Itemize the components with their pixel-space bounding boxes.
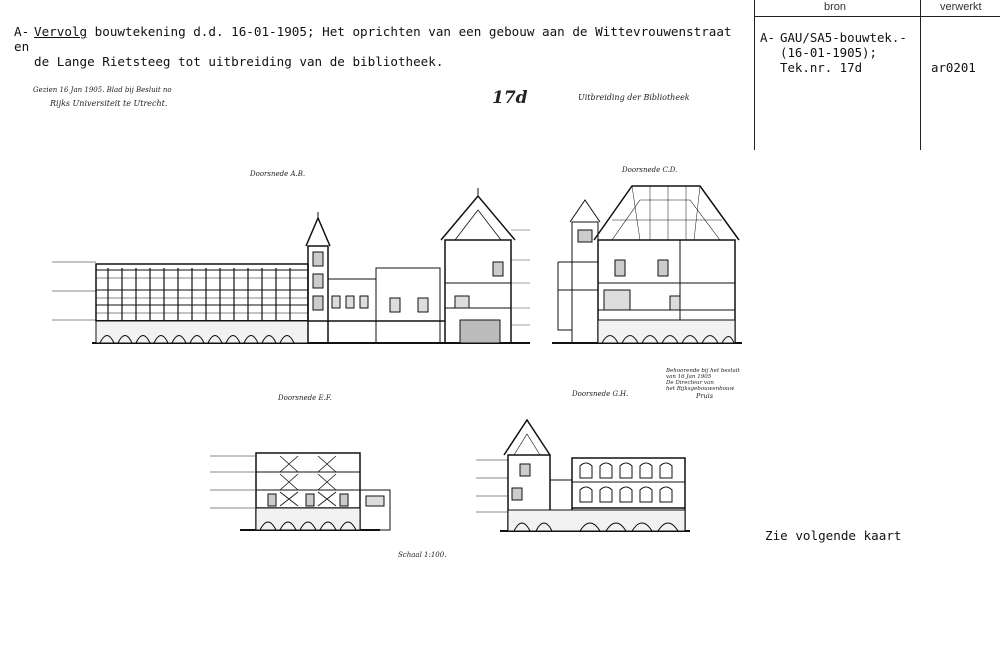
section-ab-drawing bbox=[52, 188, 530, 344]
stamp-signature: Pruis bbox=[696, 392, 714, 400]
stamp-line: het Rijksgebouwenbouw bbox=[666, 386, 735, 392]
bron-prefix: A- bbox=[760, 30, 775, 45]
stamp-line: Behoorende bij het besluit bbox=[666, 368, 740, 374]
table-header-verwerkt: verwerkt bbox=[940, 1, 982, 13]
drawing-description: A- Vervolg bouwtekening d.d. 16-01-1905; … bbox=[14, 24, 754, 69]
bron-line-1: GAU/SA5-bouwtek.- bbox=[780, 30, 907, 45]
table-divider-middle bbox=[920, 0, 921, 150]
stamp-line: van 16 Jan 1905 bbox=[666, 374, 712, 380]
stamp-line: De Directeur van bbox=[666, 380, 714, 386]
metadata-table: bron verwerkt A- GAU/SA5-bouwtek.- (16-0… bbox=[754, 0, 1000, 150]
section-cd-drawing bbox=[552, 185, 742, 344]
table-header-divider bbox=[754, 16, 1000, 17]
sheet-title: Uitbreiding der Bibliotheek bbox=[578, 93, 690, 102]
section-ab-label: Doorsnede A.B. bbox=[250, 170, 306, 178]
description-line-2-text: de Lange Rietsteeg tot uitbreiding van d… bbox=[34, 54, 444, 69]
section-ef-drawing bbox=[210, 452, 391, 531]
description-line-1-text: bouwtekening d.d. 16-01-1905; Het oprich… bbox=[14, 24, 732, 54]
section-gh-drawing bbox=[476, 418, 690, 532]
description-highlight: Vervolg bbox=[34, 24, 88, 39]
bron-line-2: (16-01-1905); bbox=[780, 45, 877, 60]
approval-stamp: Behoorende bij het besluit van 16 Jan 19… bbox=[666, 368, 756, 400]
description-line-2: de Lange Rietsteeg tot uitbreiding van d… bbox=[14, 54, 754, 69]
section-cd-label: Doorsnede C.D. bbox=[622, 166, 678, 174]
section-gh-label: Doorsnede G.H. bbox=[572, 390, 629, 398]
sheet-note-line-1: Gezien 16 Jan 1905. Blad bij Besluit no bbox=[33, 86, 172, 94]
scale-label: Schaal 1:100. bbox=[398, 551, 447, 559]
description-prefix: A- bbox=[14, 24, 30, 39]
sheet-note-line-2: Rijks Universiteit te Utrecht. bbox=[50, 99, 168, 108]
description-line-1: A- Vervolg bouwtekening d.d. 16-01-1905; … bbox=[14, 24, 754, 54]
table-divider-left bbox=[754, 0, 755, 150]
next-card-note: Zie volgende kaart bbox=[765, 528, 902, 543]
architectural-sections-drawing bbox=[52, 185, 742, 532]
table-header-bron: bron bbox=[824, 1, 847, 13]
sheet-number: 17d bbox=[492, 88, 528, 108]
verwerkt-value: ar0201 bbox=[931, 60, 976, 75]
bron-line-3: Tek.nr. 17d bbox=[780, 60, 863, 75]
section-ef-label: Doorsnede E.F. bbox=[278, 394, 332, 402]
